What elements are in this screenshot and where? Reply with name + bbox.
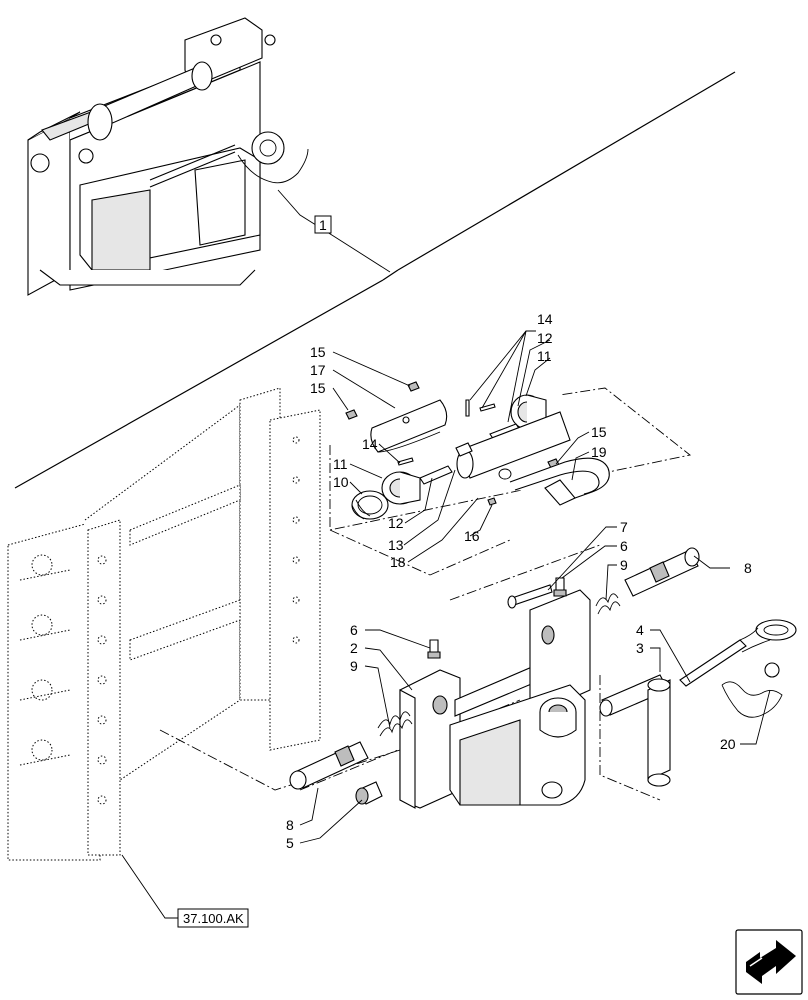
callout-16: 16 [464, 528, 480, 544]
callout-2: 2 [350, 640, 358, 656]
callout-13: 13 [388, 537, 404, 553]
callout-11: 11 [537, 348, 552, 364]
callout-leaders [299, 330, 771, 844]
callout-14: 14 [362, 436, 378, 452]
lower-parts-group [289, 547, 797, 809]
callout-9: 9 [350, 658, 358, 674]
callout-12: 12 [388, 515, 404, 531]
callout-18: 18 [390, 554, 406, 570]
inset-assembly-view: 1 [14, 17, 736, 489]
callout-6: 6 [350, 622, 358, 638]
callout-12: 12 [537, 330, 553, 346]
next-page-arrow-icon[interactable] [735, 929, 803, 995]
upper-parts-group [345, 381, 610, 520]
callout-11: 11 [333, 456, 348, 472]
callout-4: 4 [636, 622, 644, 638]
callout-numbers: 15 17 15 14 11 10 12 13 18 16 14 12 11 1… [286, 311, 752, 851]
callout-6: 6 [620, 538, 628, 554]
callout-3: 3 [636, 640, 644, 656]
callout-15: 15 [310, 380, 326, 396]
callout-17: 17 [310, 362, 326, 378]
reference-label: 37.100.AK [183, 911, 244, 926]
callout-5: 5 [286, 835, 294, 851]
callout-7: 7 [620, 519, 628, 535]
frame-reference-dotted: 37.100.AK [7, 387, 321, 928]
callout-14: 14 [537, 311, 553, 327]
callout-8: 8 [744, 560, 752, 576]
callout-20: 20 [720, 736, 736, 752]
callout-15: 15 [591, 424, 607, 440]
callout-8: 8 [286, 817, 294, 833]
callout-19: 19 [591, 444, 607, 460]
callout-10: 10 [333, 474, 349, 490]
callout-15: 15 [310, 344, 326, 360]
callout-9: 9 [620, 557, 628, 573]
callout-1: 1 [319, 217, 327, 233]
